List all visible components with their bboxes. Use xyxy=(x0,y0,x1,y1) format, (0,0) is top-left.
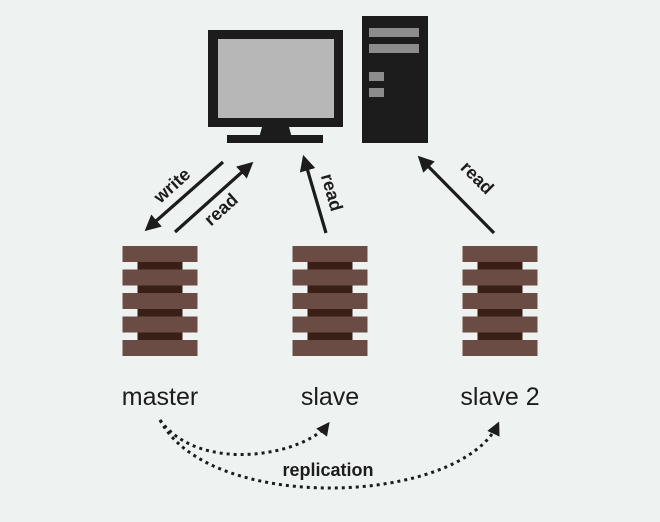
disk-platter xyxy=(292,316,368,333)
disk-platter xyxy=(122,316,198,333)
disk-platter xyxy=(462,246,538,262)
slave-read-arrow xyxy=(299,154,328,234)
replication-label: replication xyxy=(282,460,373,480)
disk-platter xyxy=(122,246,198,262)
database-server-master-icon xyxy=(122,246,198,356)
replication-arrow-to-slave xyxy=(158,419,330,457)
write-label: write xyxy=(149,164,194,208)
database-server-slave-2-icon xyxy=(462,246,538,356)
master-read-label: read xyxy=(200,189,242,229)
write-arrow xyxy=(144,160,225,232)
replication-arrow-to-slave-2 xyxy=(158,419,500,490)
disk-platter xyxy=(122,269,198,286)
slave-read-label: read xyxy=(317,171,347,213)
disk-platter xyxy=(462,340,538,356)
database-server-slave-icon xyxy=(292,246,368,356)
disk-platter xyxy=(122,293,198,309)
slave-2-read-arrow xyxy=(417,155,496,235)
computer-tower-icon xyxy=(362,16,428,143)
disk-platter xyxy=(462,269,538,286)
master-label: master xyxy=(122,383,198,411)
disk-platter xyxy=(292,269,368,286)
monitor-icon xyxy=(208,30,343,143)
disk-platter xyxy=(292,293,368,309)
disk-platter xyxy=(292,340,368,356)
disk-platter xyxy=(122,340,198,356)
disk-platter xyxy=(292,246,368,262)
slave-2-read-label: read xyxy=(457,157,498,198)
master-read-arrow xyxy=(173,161,254,234)
disk-platter xyxy=(462,316,538,333)
disk-platter xyxy=(462,293,538,309)
slave-2-label: slave 2 xyxy=(460,383,539,411)
slave-label: slave xyxy=(301,383,359,411)
